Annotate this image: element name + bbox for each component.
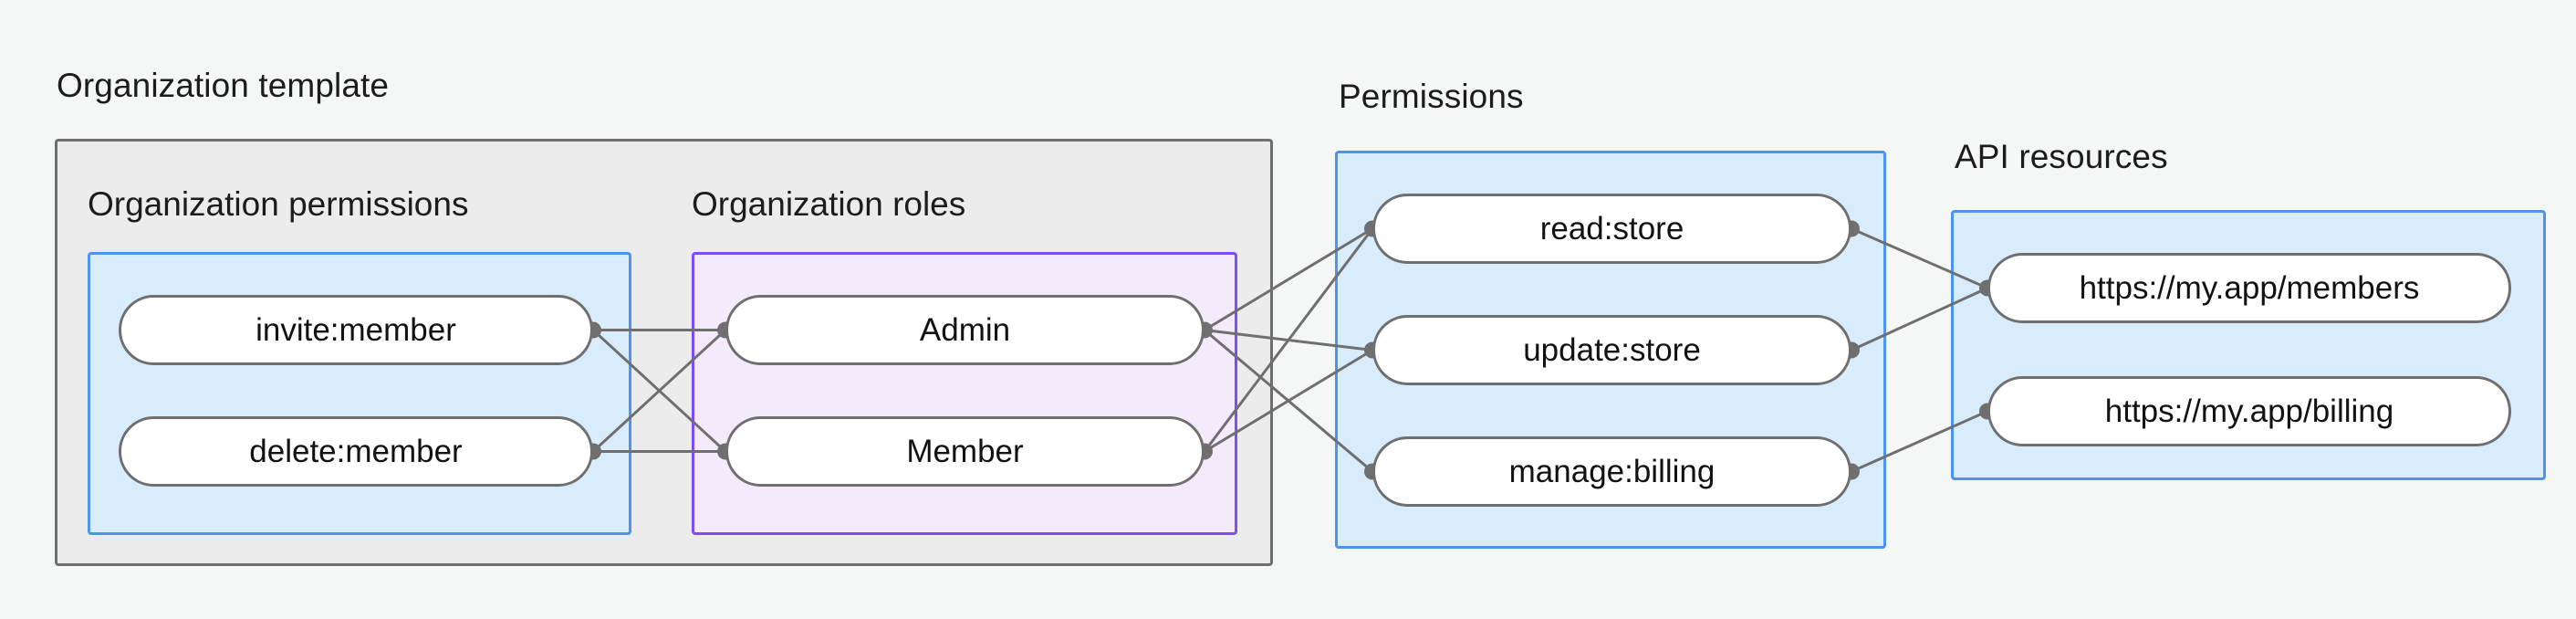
node-delete-member[interactable]: delete:member — [119, 416, 593, 487]
group-title-organization-roles: Organization roles — [692, 185, 966, 223]
group-title-permissions: Permissions — [1339, 78, 1524, 115]
node-api-resource-billing[interactable]: https://my.app/billing — [1987, 376, 2511, 446]
node-update-store[interactable]: update:store — [1372, 315, 1851, 385]
group-title-api-resources: API resources — [1955, 138, 2168, 175]
node-invite-member[interactable]: invite:member — [119, 295, 593, 365]
node-manage-billing[interactable]: manage:billing — [1372, 436, 1851, 507]
node-read-store[interactable]: read:store — [1372, 194, 1851, 264]
group-title-organization-template: Organization template — [57, 67, 390, 104]
group-title-organization-permissions: Organization permissions — [88, 185, 469, 223]
node-admin[interactable]: Admin — [725, 295, 1205, 365]
node-member[interactable]: Member — [725, 416, 1205, 487]
node-api-resource-members[interactable]: https://my.app/members — [1987, 253, 2511, 323]
